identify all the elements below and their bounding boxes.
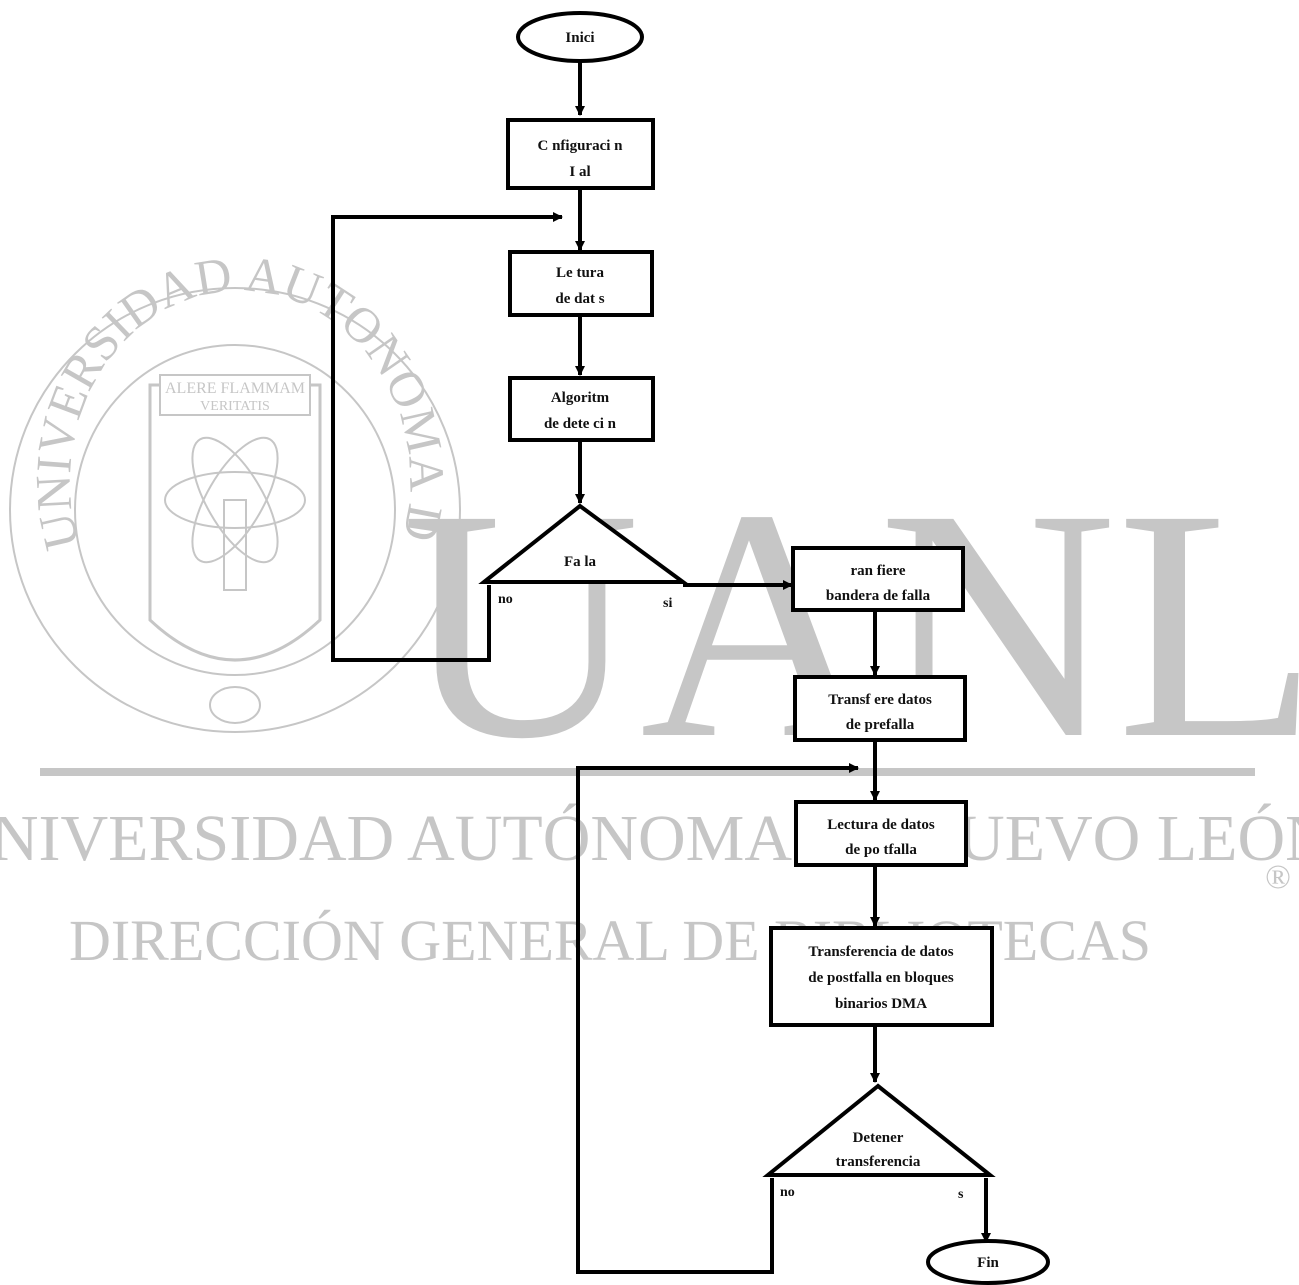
node-config-text-1: C nfiguraci n — [537, 138, 623, 154]
node-config-text-2: I al — [569, 164, 590, 180]
node-bloques-text-3: binarios DMA — [835, 996, 927, 1012]
node-algoritmo-text-1: Algoritm — [551, 390, 610, 406]
detener-si-label: s — [958, 1187, 964, 1202]
node-algoritmo-text-2: de dete ci n — [544, 416, 617, 432]
node-bloques-text-1: Transferencia de datos — [808, 944, 953, 960]
node-transfiere-bandera: ran fiere bandera de falla — [791, 546, 965, 612]
node-postfalla-text-1: Lectura de datos — [827, 817, 935, 833]
flowchart-edges — [331, 62, 991, 1274]
registered-mark: ® — [1265, 859, 1291, 896]
seal-motto-1: ALERE FLAMMAM — [165, 380, 305, 397]
node-algoritmo: Algoritm de dete ci n — [508, 376, 655, 442]
node-lectura-text-2: de dat s — [555, 291, 604, 307]
node-lectura-postfalla: Lectura de datos de po tfalla — [794, 800, 968, 867]
watermark-line-1: UNIVERSIDAD AUTÓNOMA DE NUEVO LEÓN — [0, 802, 1299, 875]
watermark-big-letters: UANL — [402, 442, 1299, 807]
node-falla: Fa la — [478, 503, 690, 584]
node-transfiere-prefalla: Transf ere datos de prefalla — [793, 675, 967, 742]
node-falla-text: Fa la — [564, 554, 597, 570]
node-fin: Fin — [926, 1239, 1050, 1285]
falla-no-label: no — [498, 592, 513, 607]
node-prefalla-text-1: Transf ere datos — [828, 692, 932, 708]
node-bloques-text-2: de postfalla en bloques — [808, 970, 954, 986]
node-transferencia-bloques: Transferencia de datos de postfalla en b… — [769, 926, 994, 1027]
university-seal-watermark: UNIVERSIDAD AUTONOMA DE NUEVO LEON ALERE… — [0, 0, 461, 733]
node-bandera-text-1: ran fiere — [850, 563, 905, 579]
node-lectura-text-1: Le tura — [556, 265, 604, 281]
edge-falla-no-loop — [331, 212, 563, 662]
node-detener-text-1: Detener — [853, 1130, 904, 1146]
seal-motto-2: VERITATIS — [200, 399, 270, 414]
node-detener-text-2: transferencia — [836, 1154, 921, 1170]
node-postfalla-text-2: de po tfalla — [845, 842, 917, 858]
falla-si-label: si — [663, 596, 672, 611]
node-detener: Detener transferencia — [762, 1083, 996, 1177]
node-bandera-text-2: bandera de falla — [826, 588, 931, 604]
edge-detener-no-loop — [576, 763, 859, 1274]
detener-no-label: no — [780, 1185, 795, 1200]
node-lectura: Le tura de dat s — [508, 250, 654, 317]
node-inicio: Inici — [516, 11, 644, 63]
node-prefalla-text-2: de prefalla — [846, 717, 915, 733]
node-fin-text: Fin — [977, 1255, 999, 1271]
node-inicio-text: Inici — [565, 30, 594, 46]
node-config: C nfiguraci n I al — [506, 118, 655, 190]
